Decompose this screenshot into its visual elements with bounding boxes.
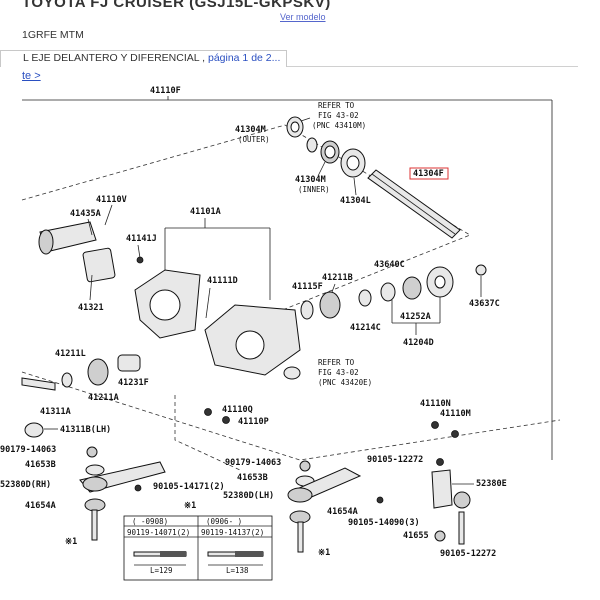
label-41110M: 41110M [440,409,471,419]
x1-c: ※1 [318,548,330,558]
label-90179-b: 90179-14063 [225,458,281,468]
bearing-41231F [117,354,141,372]
label-52380D-rh: 52380D(RH) [0,480,51,490]
label-90105-14090: 90105-14090(3) [348,518,420,528]
table-part-1: 90119-14071(2) [127,528,190,537]
next-page-link[interactable]: te > [22,70,41,82]
tab-front-axle[interactable]: L EJE DELANTERO Y DIFERENCIAL , página 1… [0,50,288,67]
label-41304M-inner: 41304M [295,175,326,185]
refer2-line3: (PNC 43420E) [318,378,372,387]
label-outer: (OUTER) [238,135,270,144]
table-head-1: ( -0908) [132,517,168,526]
snap-ring [306,137,318,153]
label-90105-14171: 90105-14171(2) [153,482,225,492]
oil-seal [283,366,301,380]
highlight-41304F [409,167,449,180]
table-length-2: L=138 [226,566,249,575]
label-41110V: 41110V [96,195,127,205]
tab-label: L EJE DELANTERO Y DIFERENCIAL , [23,52,206,64]
top-code-label: 41110F [150,86,181,96]
label-41211B: 41211B [322,273,353,283]
refer1-line2: FIG 43-02 [318,111,359,120]
label-41204D: 41204D [403,338,434,348]
tube-flange [82,247,116,283]
label-41653B-a: 41653B [25,460,56,470]
label-41311A: 41311A [40,407,71,417]
refer1-line1: REFER TO [318,101,355,110]
label-41110P: 41110P [238,417,269,427]
label-41304M-outer: 41304M [235,125,266,135]
x1-a: ※1 [65,537,77,547]
refer2-line2: FIG 43-02 [318,368,359,377]
label-90105-12272-a: 90105-12272 [367,455,423,465]
bracket-52380E [431,469,453,509]
label-41214C: 41214C [350,323,381,333]
label-41110Q: 41110Q [222,405,253,415]
dashed-outline-lower [21,371,561,461]
label-41211A: 41211A [88,393,119,403]
label-43637C: 43637C [469,299,500,309]
label-41304L: 41304L [340,196,371,206]
label-41101A: 41101A [190,207,221,217]
label-52380D-lh: 52380D(LH) [223,491,274,501]
table-head-2: (0906- ) [206,517,242,526]
label-41110N: 41110N [420,399,451,409]
x1-b: ※1 [184,501,196,511]
label-41654A-a: 41654A [25,501,56,511]
label-43640C: 43640C [374,260,405,270]
label-41653B-b: 41653B [237,473,268,483]
label-52380E: 52380E [476,479,507,489]
model-link[interactable]: Ver modelo [280,12,326,22]
refer1-line3: (PNC 43410M) [312,121,366,130]
label-41321: 41321 [78,303,104,313]
tab-page-indicator[interactable]: página 1 de 2... [207,52,281,64]
table-length-1: L=129 [150,566,173,575]
label-41211L: 41211L [55,349,86,359]
label-41231F: 41231F [118,378,149,388]
label-41435A: 41435A [70,209,101,219]
label-41655: 41655 [403,531,429,541]
label-inner: (INNER) [298,185,330,194]
label-41654A-b: 41654A [327,507,358,517]
engine-subtitle: 1GRFE MTM [22,29,84,41]
label-41115F: 41115F [292,282,323,292]
page-title: TOYOTA FJ CRUISER (GSJ15L-GKPSKV) [22,0,331,11]
label-41304F: 41304F [413,169,444,179]
label-41252A: 41252A [400,312,431,322]
label-90179-a: 90179-14063 [0,445,56,455]
table-part-2: 90119-14137(2) [201,528,264,537]
label-90105-12272-b: 90105-12272 [440,549,496,559]
tab-bar: L EJE DELANTERO Y DIFERENCIAL , página 1… [0,50,578,67]
label-41311B: 41311B(LH) [60,425,111,435]
refer2-line1: REFER TO [318,358,355,367]
label-41111D: 41111D [207,276,238,286]
dashed-outline-mid [174,395,241,471]
label-41141J: 41141J [126,234,157,244]
bearing-41211B [319,291,341,319]
